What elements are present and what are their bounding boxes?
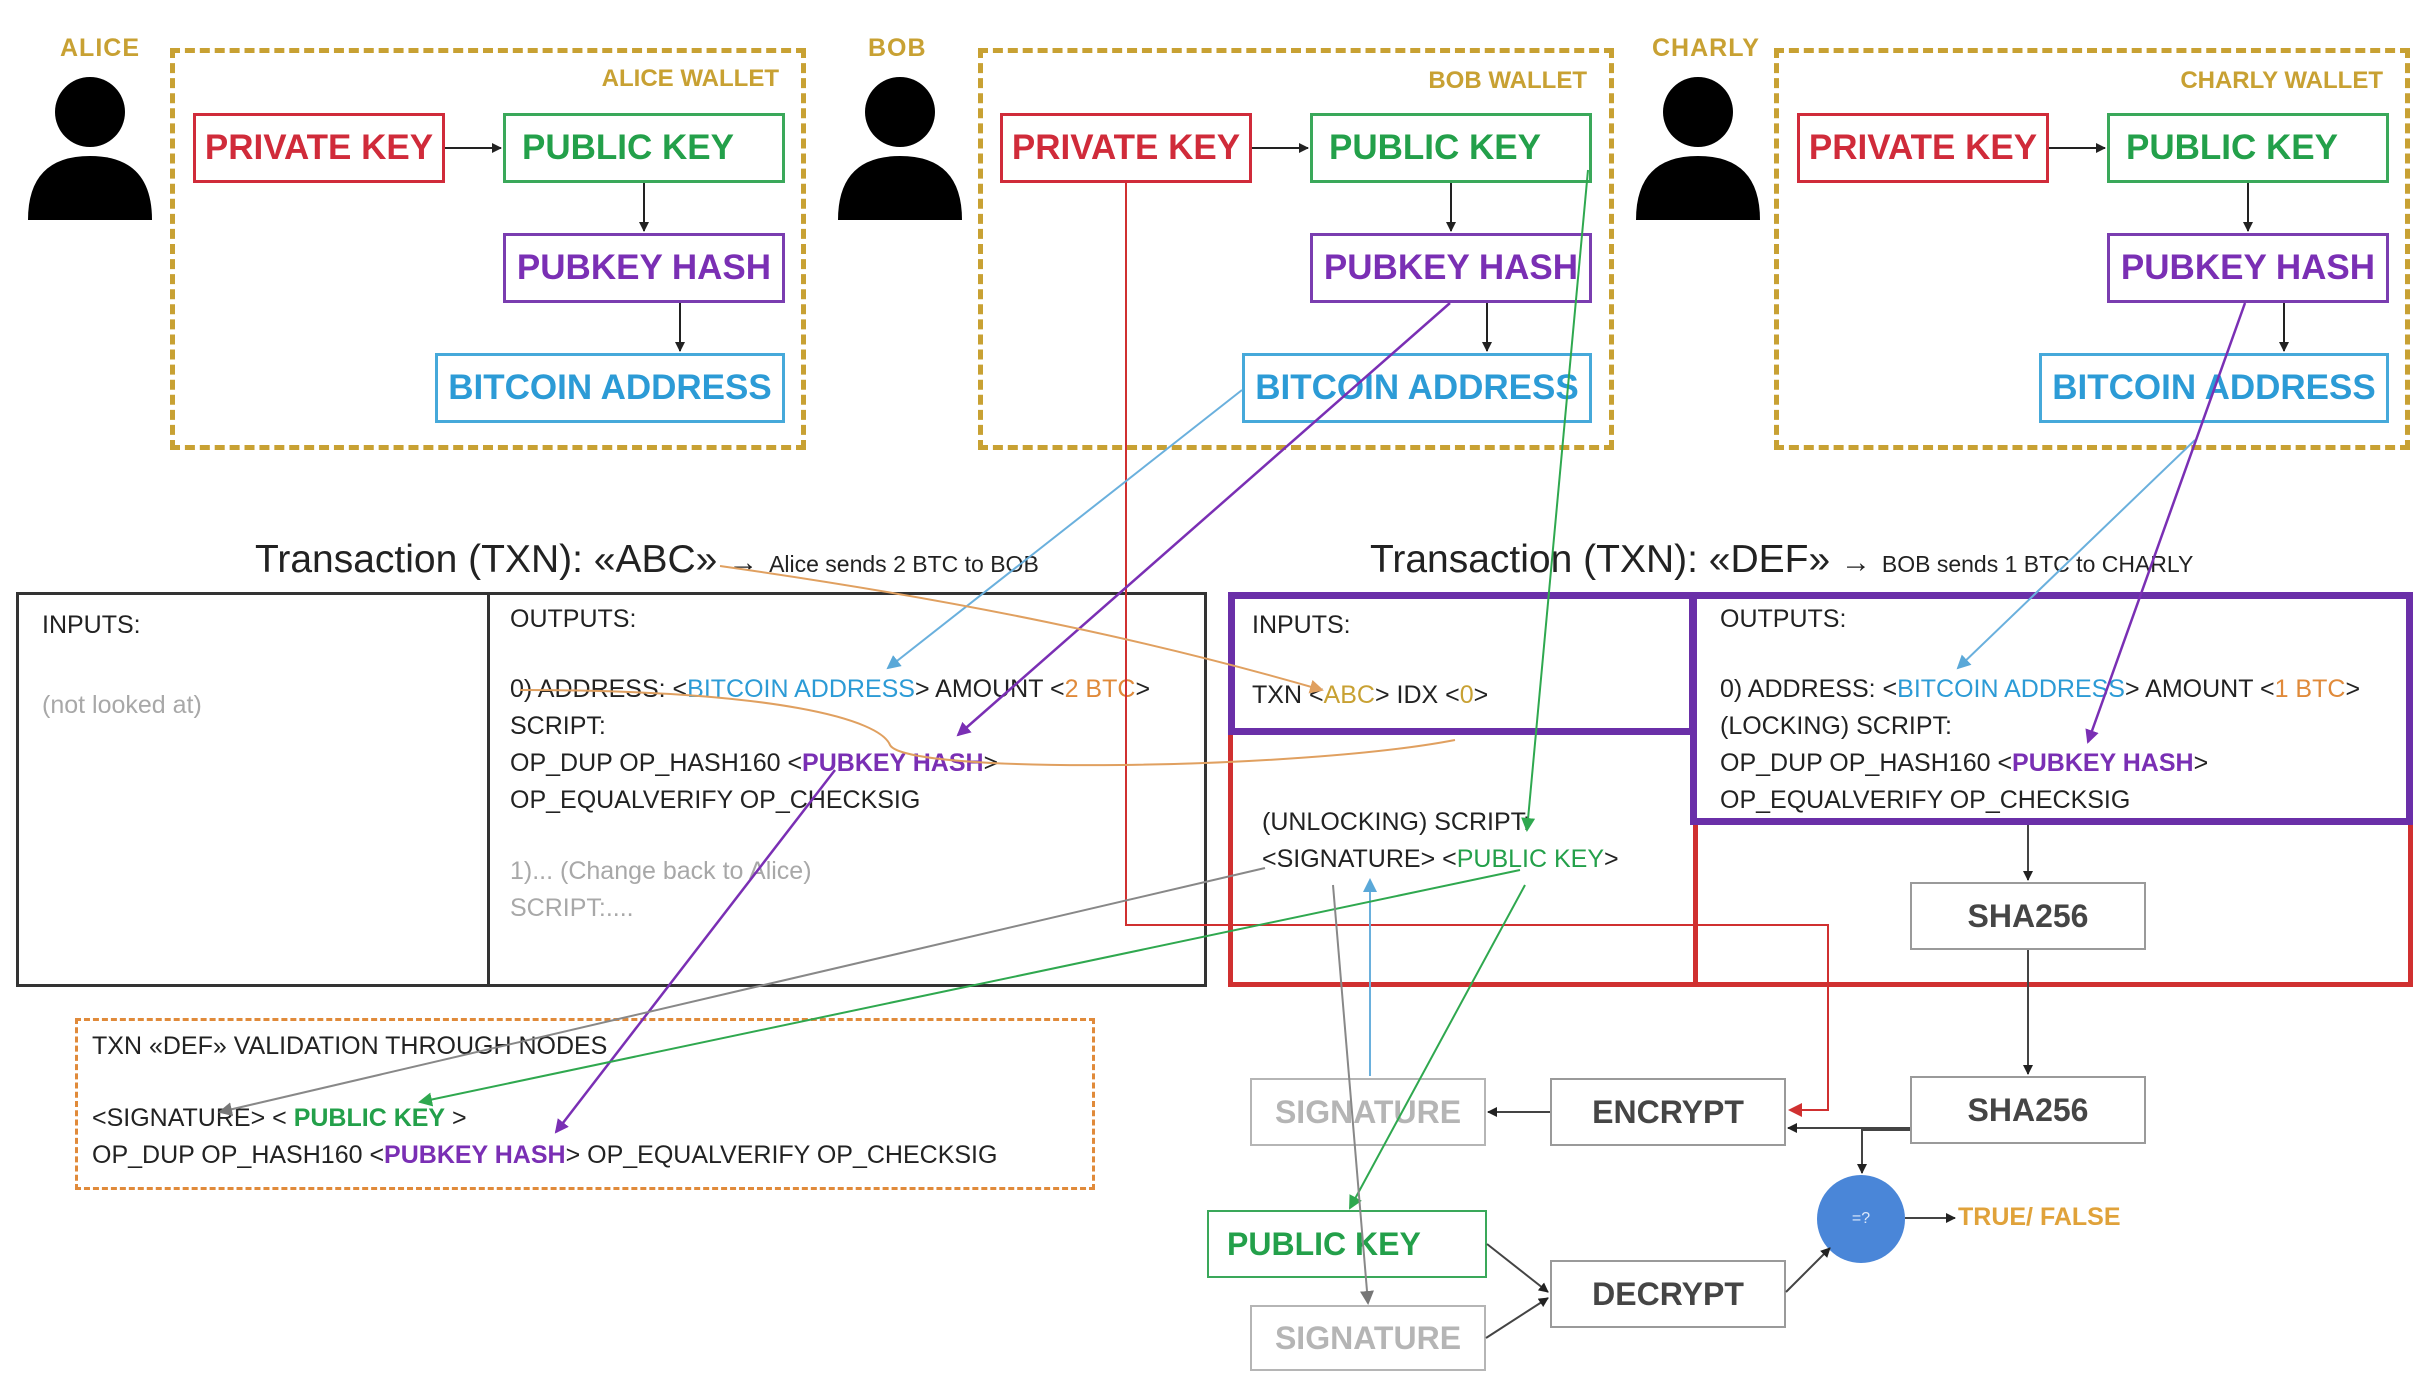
txn-abc-script-line1: OP_DUP OP_HASH160 <PUBKEY HASH> [510, 744, 998, 782]
charly-name: CHARLY [1652, 34, 1760, 62]
encrypt-box: ENCRYPT [1550, 1078, 1786, 1146]
sha256-box-1: SHA256 [1910, 882, 2146, 950]
decrypt-to-compare-arrow [1785, 1247, 1831, 1293]
txn-abc-inputs-note: (not looked at) [42, 691, 202, 719]
charly-person-icon [1636, 77, 1760, 220]
txn-def-input-txn-value: ABC [1323, 681, 1375, 709]
alice-private-key: PRIVATE KEY [193, 113, 445, 183]
txn-def-amount-prefix: > AMOUNT < [2124, 675, 2275, 703]
txn-def-input-close: > [1473, 681, 1489, 709]
validation-line1-prefix: <SIGNATURE> < [92, 1104, 294, 1132]
bob-wallet-title: BOB WALLET [1428, 67, 1587, 94]
validation-line2-hash: PUBKEY HASH [384, 1141, 566, 1169]
charly-private-key: PRIVATE KEY [1797, 113, 2049, 183]
txn-def-input-idx-prefix: > IDX < [1374, 681, 1460, 709]
txn-abc-script-label: SCRIPT: [510, 712, 606, 740]
txn-def-input-line: TXN <ABC> IDX <0> [1252, 676, 1488, 714]
validation-line1: <SIGNATURE> < PUBLIC KEY > [92, 1099, 467, 1137]
txn-def-address-line: 0) ADDRESS: <BITCOIN ADDRESS> AMOUNT <1 … [1720, 670, 2360, 708]
txn-def-subtitle: BOB sends 1 BTC to CHARLY [1881, 551, 2194, 577]
charly-pubkey-hash: PUBKEY HASH [2107, 233, 2389, 303]
txn-abc-script-line1-prefix: OP_DUP OP_HASH160 < [510, 749, 803, 777]
public-key-box: PUBLIC KEY [1207, 1210, 1487, 1278]
txn-def-sig-prefix: <SIGNATURE> < [1262, 845, 1457, 873]
txn-abc-inputs-label: INPUTS: [42, 611, 141, 639]
bob-public-key: PUBLIC KEY [1310, 113, 1592, 183]
txn-def-sig-pub: PUBLIC KEY [1456, 845, 1605, 873]
txn-abc-subtitle: Alice sends 2 BTC to BOB [769, 551, 1039, 577]
txn-abc-title: Transaction (TXN): «ABC» [255, 538, 718, 581]
alice-pubkey-hash: PUBKEY HASH [503, 233, 785, 303]
txn-abc-script-line1-hash: PUBKEY HASH [802, 749, 984, 777]
txn-abc-amount-value: 2 BTC [1064, 675, 1136, 703]
txn-def-address-prefix: 0) ADDRESS: < [1720, 675, 1898, 703]
sha256-to-compare-arrow [1857, 1129, 1910, 1174]
result-label: TRUE/ FALSE [1958, 1203, 2121, 1231]
txn-def-sig-close: > [1604, 845, 1619, 873]
txn-def-amount-value: 1 BTC [2274, 675, 2346, 703]
alice-bitcoin-address: BITCOIN ADDRESS [435, 353, 785, 423]
arrow-right-icon: → [728, 546, 759, 579]
txn-abc-address-prefix: 0) ADDRESS: < [510, 675, 688, 703]
alice-public-key: PUBLIC KEY [503, 113, 785, 183]
txn-def-amount-close: > [2345, 675, 2361, 703]
validation-line1-pub: PUBLIC KEY [293, 1104, 446, 1132]
txn-def-address-value: BITCOIN ADDRESS [1897, 675, 2125, 703]
signature-box-1: SIGNATURE [1250, 1078, 1486, 1146]
txn-def-input-txn-prefix: TXN < [1252, 681, 1324, 709]
bob-bitcoin-address: BITCOIN ADDRESS [1242, 353, 1592, 423]
txn-abc-title-row: Transaction (TXN): «ABC» → Alice sends 2… [255, 538, 1039, 582]
txn-abc-script-line2: OP_EQUALVERIFY OP_CHECKSIG [510, 786, 921, 814]
bob-private-key: PRIVATE KEY [1000, 113, 1252, 183]
sha256-box-2: SHA256 [1910, 1076, 2146, 1144]
txn-def-unlocking-line: <SIGNATURE> <PUBLIC KEY> [1262, 840, 1619, 878]
alice-person-icon [28, 77, 152, 220]
txn-def-script-line2: OP_EQUALVERIFY OP_CHECKSIG [1720, 786, 2131, 814]
txn-abc-change-line: 1)... (Change back to Alice) [510, 857, 812, 885]
txn-def-title-row: Transaction (TXN): «DEF» → BOB sends 1 B… [1370, 538, 2193, 582]
charly-wallet-title: CHARLY WALLET [2180, 67, 2383, 94]
arrow-right-icon: → [1841, 546, 1872, 579]
pubkey-to-decrypt-arrow [1486, 1243, 1549, 1293]
txn-def-inputs-label: INPUTS: [1252, 611, 1351, 639]
validation-line2-suffix: > OP_EQUALVERIFY OP_CHECKSIG [565, 1141, 998, 1169]
bob-person-icon [838, 77, 962, 220]
validation-line2: OP_DUP OP_HASH160 <PUBKEY HASH> OP_EQUAL… [92, 1136, 997, 1174]
signature-to-decrypt-arrow [1485, 1297, 1549, 1339]
validation-line1-suffix: > [445, 1104, 467, 1132]
charly-bitcoin-address: BITCOIN ADDRESS [2039, 353, 2389, 423]
bob-name: BOB [868, 34, 927, 62]
txn-abc-outputs-label: OUTPUTS: [510, 605, 637, 633]
alice-wallet: ALICE WALLET [170, 48, 806, 450]
txn-def-script-line1: OP_DUP OP_HASH160 <PUBKEY HASH> [1720, 744, 2208, 782]
charly-public-key: PUBLIC KEY [2107, 113, 2389, 183]
txn-abc-address-line: 0) ADDRESS: <BITCOIN ADDRESS> AMOUNT <2 … [510, 670, 1150, 708]
txn-def-outputs-label: OUTPUTS: [1720, 605, 1847, 633]
validation-line2-prefix: OP_DUP OP_HASH160 < [92, 1141, 385, 1169]
alice-name: ALICE [60, 34, 140, 62]
txn-abc-script-line1-close: > [983, 749, 999, 777]
signature-box-2: SIGNATURE [1250, 1305, 1486, 1371]
txn-abc-amount-prefix: > AMOUNT < [914, 675, 1065, 703]
txn-def-input-idx-value: 0 [1459, 681, 1474, 709]
txn-abc-change-script: SCRIPT:.... [510, 894, 634, 922]
compare-node: =? [1817, 1175, 1905, 1263]
txn-abc-close: > [1135, 675, 1151, 703]
txn-abc-divider [487, 592, 490, 987]
alice-wallet-title: ALICE WALLET [601, 65, 779, 92]
decrypt-box: DECRYPT [1550, 1260, 1786, 1328]
bob-pubkey-hash: PUBKEY HASH [1310, 233, 1592, 303]
txn-def-title: Transaction (TXN): «DEF» [1370, 538, 1831, 581]
txn-def-unlocking-label: (UNLOCKING) SCRIPT: [1262, 808, 1531, 836]
txn-def-locking-label: (LOCKING) SCRIPT: [1720, 712, 1952, 740]
validation-title: TXN «DEF» VALIDATION THROUGH NODES [92, 1032, 608, 1060]
txn-def-script-line1-close: > [2193, 749, 2209, 777]
txn-def-script-line1-prefix: OP_DUP OP_HASH160 < [1720, 749, 2013, 777]
txn-def-script-line1-hash: PUBKEY HASH [2012, 749, 2194, 777]
txn-abc-address-value: BITCOIN ADDRESS [687, 675, 915, 703]
